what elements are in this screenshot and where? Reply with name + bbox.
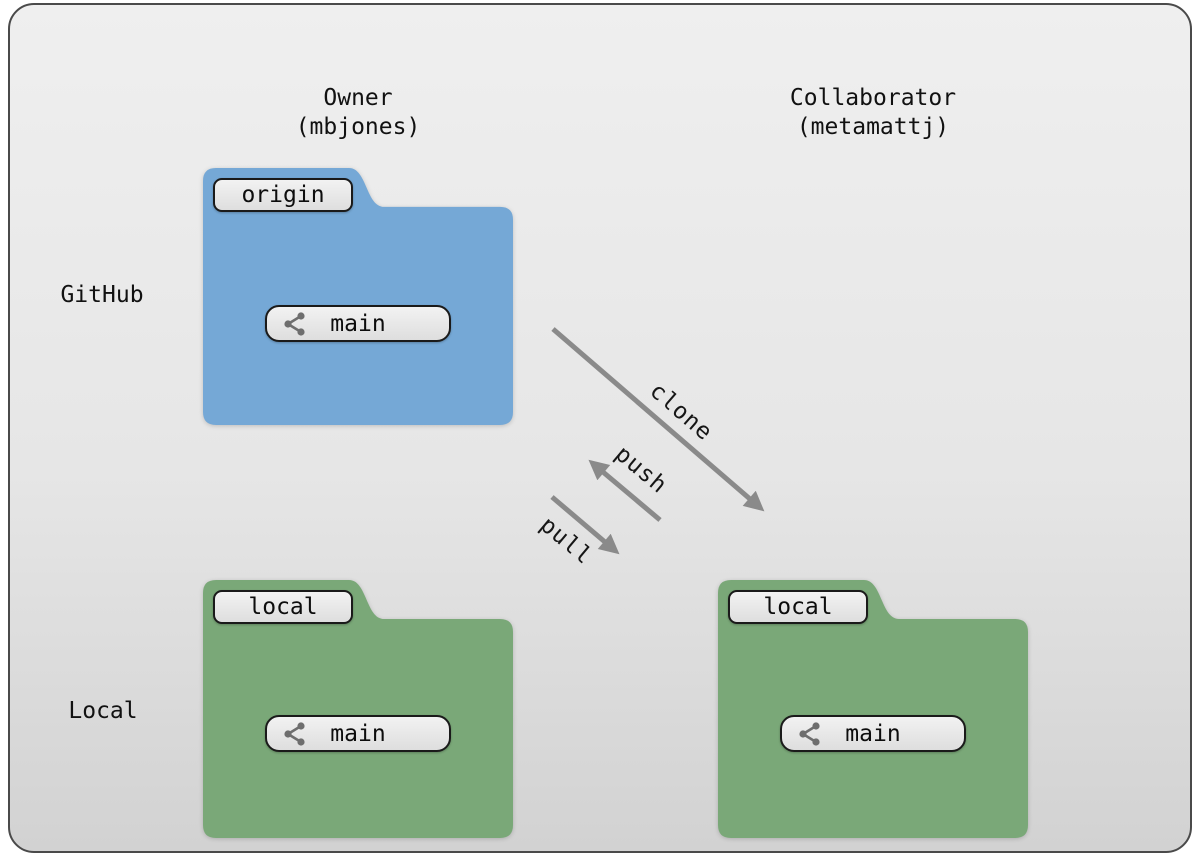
branch-icon (283, 311, 307, 337)
branch-icon (798, 721, 822, 747)
branch-pill-main: main (265, 305, 451, 342)
branch-label: main (330, 720, 386, 747)
folder-collaborator-local-repo: local main (718, 580, 1028, 838)
repo-tab-origin: origin (213, 178, 353, 212)
owner-role-label: Owner (323, 85, 393, 111)
column-header-owner: Owner (mbjones) (296, 84, 421, 142)
branch-pill-main: main (780, 715, 966, 752)
folder-shape (718, 580, 1028, 838)
branch-pill-main: main (265, 715, 451, 752)
repo-tab-label: origin (241, 182, 325, 208)
repo-tab-local: local (213, 590, 353, 624)
repo-tab-label: local (763, 594, 833, 620)
folder-shape (203, 580, 513, 838)
row-label-local: Local (68, 698, 138, 724)
folder-owner-local-repo: local main (203, 580, 513, 838)
row-label-github: GitHub (60, 282, 144, 308)
collaborator-role-label: Collaborator (789, 85, 957, 111)
folder-shape (203, 168, 513, 425)
folder-owner-github-repo: origin main (203, 168, 513, 425)
owner-username-label: (mbjones) (295, 114, 421, 140)
repo-tab-label: local (248, 594, 318, 620)
branch-label: main (845, 720, 901, 747)
collaborator-username-label: (metamattj) (796, 114, 950, 140)
column-header-collaborator: Collaborator (metamattj) (790, 84, 956, 142)
branch-icon (283, 721, 307, 747)
repo-tab-local: local (728, 590, 868, 624)
branch-label: main (330, 310, 386, 337)
